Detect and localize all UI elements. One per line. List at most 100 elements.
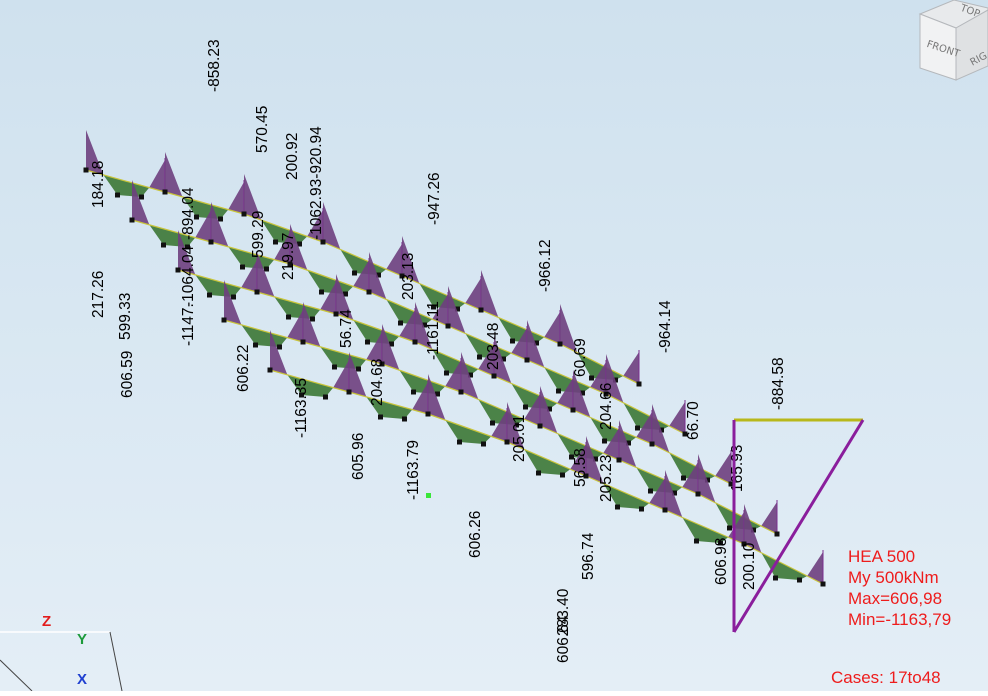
beam-line [427, 413, 508, 443]
node-marker [662, 507, 668, 513]
positive-moment-area [307, 270, 354, 294]
node-marker [300, 339, 306, 345]
node-marker [422, 322, 427, 328]
node-marker [445, 323, 451, 329]
node-marker [481, 441, 486, 447]
negative-moment-area [524, 394, 540, 426]
node-marker [267, 367, 273, 373]
beam-line [401, 275, 482, 311]
node-marker [343, 291, 348, 297]
node-marker [366, 289, 372, 295]
beam-line [322, 241, 403, 277]
negative-moment-area [478, 344, 494, 376]
negative-moment-area [570, 444, 586, 476]
negative-moment-area [270, 330, 288, 375]
negative-moment-area [665, 470, 683, 518]
node-marker [695, 491, 701, 497]
beam-line [85, 169, 166, 193]
negative-moment-area [527, 320, 545, 368]
positive-moment-area [274, 296, 321, 319]
negative-moment-area [353, 260, 369, 292]
negative-moment-area [623, 352, 639, 384]
negative-moment-area [761, 502, 777, 534]
node-marker [455, 306, 460, 312]
node-marker [536, 470, 541, 476]
positive-moment-area [366, 396, 413, 419]
node-marker [589, 375, 594, 381]
node-marker [727, 525, 732, 531]
negative-moment-area [590, 362, 606, 394]
axis-triad-lines [0, 631, 123, 692]
node-marker [556, 388, 561, 394]
node-marker [273, 239, 278, 245]
negative-moment-area [540, 386, 558, 434]
node-marker [602, 438, 607, 444]
beam-line [368, 291, 449, 327]
axis-z-label: Z [42, 613, 52, 630]
positive-moment-area [353, 320, 400, 344]
negative-moment-area [224, 280, 242, 325]
node-marker [510, 338, 515, 344]
node-marker [161, 242, 166, 248]
node-marker [557, 341, 563, 347]
node-marker [694, 538, 699, 544]
node-marker [613, 377, 618, 383]
negative-moment-area [494, 336, 512, 384]
negative-moment-area [652, 404, 670, 453]
positive-moment-area [182, 196, 229, 219]
positive-moment-area [524, 449, 571, 475]
beam-line [506, 441, 587, 477]
beam-line [585, 475, 666, 511]
node-marker [616, 457, 622, 463]
beam-line [335, 313, 416, 343]
negative-moment-area [303, 302, 321, 347]
beam-line [539, 425, 620, 461]
negative-moment-area [307, 210, 323, 242]
negative-moment-area [369, 252, 387, 300]
node-marker [524, 357, 530, 363]
load-cases-label: Cases: 17to48 [831, 668, 941, 687]
node-marker [319, 289, 324, 295]
beam-line [559, 343, 640, 385]
node-marker [626, 440, 631, 446]
node-marker [435, 391, 440, 397]
negative-moment-area [287, 310, 303, 342]
node-marker [491, 373, 497, 379]
node-marker [501, 356, 506, 362]
beam-line [289, 263, 370, 293]
negative-moment-area [415, 302, 433, 350]
positive-moment-area [241, 324, 288, 347]
node-marker [514, 422, 519, 428]
negative-moment-area [698, 454, 716, 503]
node-marker [221, 317, 227, 323]
negative-moment-area [257, 252, 275, 297]
axis-triad: Z Y X [0, 600, 130, 692]
negative-moment-area [507, 402, 525, 450]
negative-moment-area [244, 174, 262, 221]
node-marker [648, 488, 653, 494]
negative-moment-area [728, 512, 744, 544]
node-marker [83, 167, 89, 173]
node-marker [286, 314, 291, 320]
negative-moment-area [86, 130, 104, 175]
node-marker [323, 394, 328, 400]
node-marker [332, 364, 337, 370]
negative-moment-area [178, 230, 196, 275]
beam-line [414, 341, 495, 377]
node-marker [659, 427, 664, 433]
node-marker [352, 270, 357, 276]
beam-line [269, 369, 350, 393]
negative-moment-area [511, 328, 527, 360]
negative-moment-area [195, 210, 211, 242]
node-marker [477, 354, 482, 360]
positive-moment-area [682, 517, 729, 543]
node-marker [444, 370, 449, 376]
view-cube[interactable]: TOP FRONT RIG [916, 0, 988, 96]
beam-line [177, 269, 258, 293]
node-marker [240, 264, 245, 270]
node-marker [560, 472, 565, 478]
node-marker [774, 531, 780, 537]
positive-moment-area [228, 246, 275, 269]
